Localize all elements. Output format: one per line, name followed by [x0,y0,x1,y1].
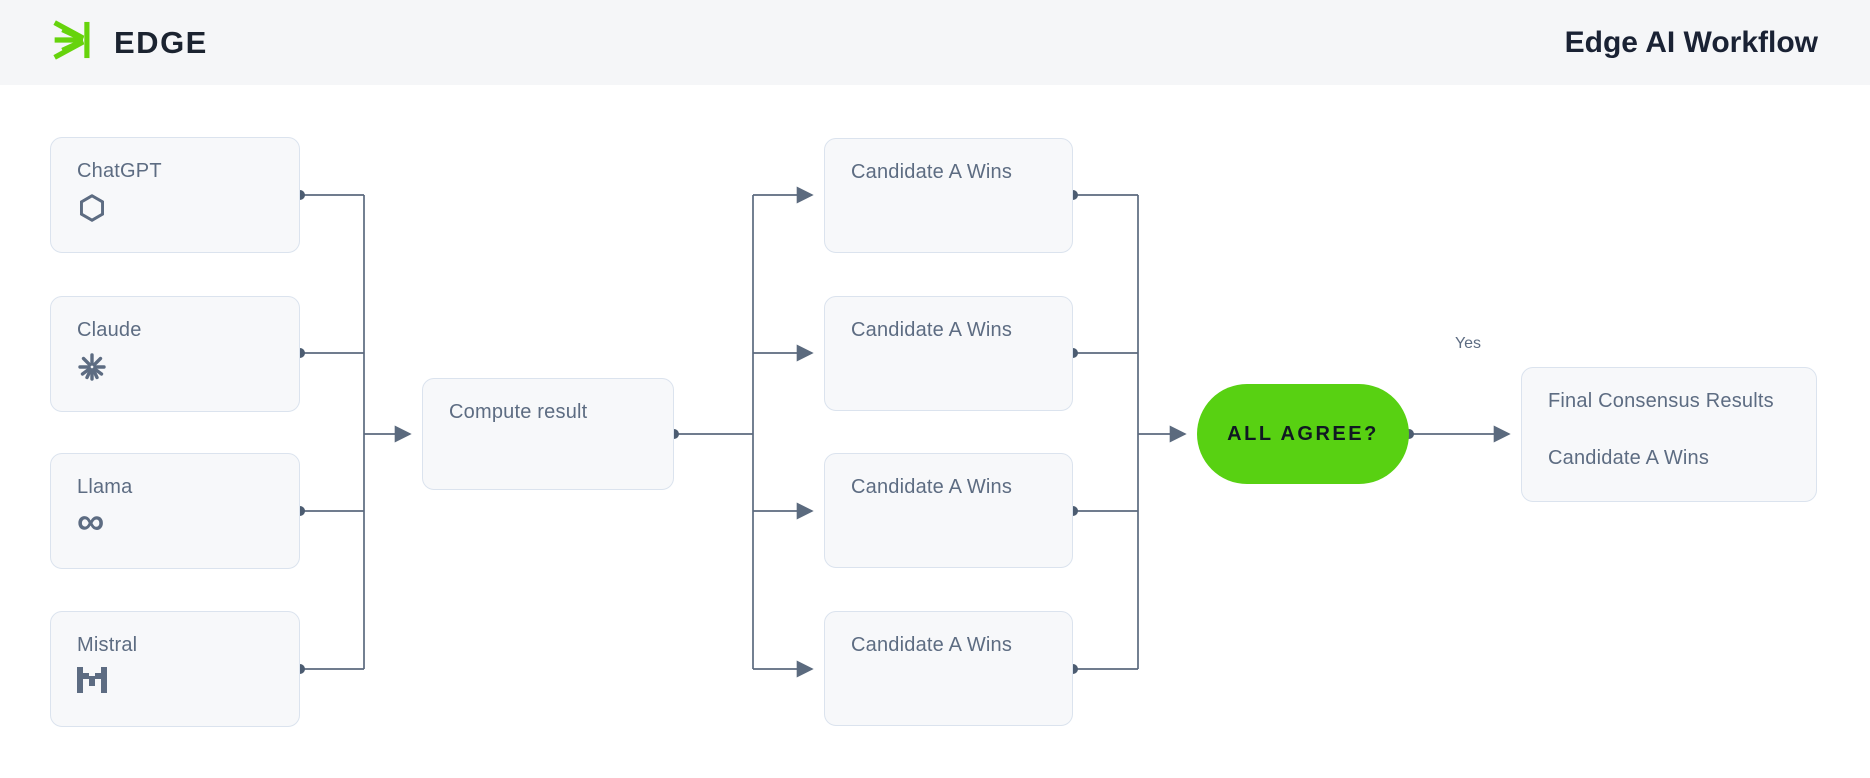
node-candidate-2[interactable]: Candidate A Wins [824,296,1073,411]
node-compute-result[interactable]: Compute result [422,378,674,490]
node-label: Mistral [77,634,138,656]
workflow-canvas: ChatGPT Claude [0,85,1870,778]
node-label: Candidate A Wins [851,161,1013,183]
node-label: Llama [77,476,133,498]
mistral-icon [77,667,273,698]
node-final-consensus[interactable]: Final Consensus Results Candidate A Wins [1521,367,1817,502]
anthropic-icon [77,352,273,387]
meta-icon: ∞ [77,501,105,543]
node-label: Candidate A Wins [851,319,1013,341]
edge-label-yes: Yes [1454,335,1482,352]
brand-name: EDGE [114,24,208,60]
node-chatgpt[interactable]: ChatGPT [50,137,300,253]
node-label: Claude [77,319,142,341]
edge-logo-icon [52,20,96,65]
node-candidate-3[interactable]: Candidate A Wins [824,453,1073,568]
page-title: Edge AI Workflow [1564,25,1818,59]
app-header: EDGE Edge AI Workflow [0,0,1870,85]
node-candidate-4[interactable]: Candidate A Wins [824,611,1073,726]
decision-label: ALL AGREE? [1227,422,1379,445]
openai-icon [77,193,273,228]
final-result: Candidate A Wins [1548,447,1710,469]
node-claude[interactable]: Claude [50,296,300,412]
node-llama[interactable]: Llama ∞ [50,453,300,569]
node-candidate-1[interactable]: Candidate A Wins [824,138,1073,253]
node-label: Candidate A Wins [851,476,1013,498]
final-title: Final Consensus Results [1548,390,1774,412]
node-all-agree-decision[interactable]: ALL AGREE? [1197,384,1409,484]
node-label: Candidate A Wins [851,634,1013,656]
node-label: ChatGPT [77,160,162,182]
node-mistral[interactable]: Mistral [50,611,300,727]
brand: EDGE [52,20,208,65]
node-label: Compute result [449,401,588,423]
